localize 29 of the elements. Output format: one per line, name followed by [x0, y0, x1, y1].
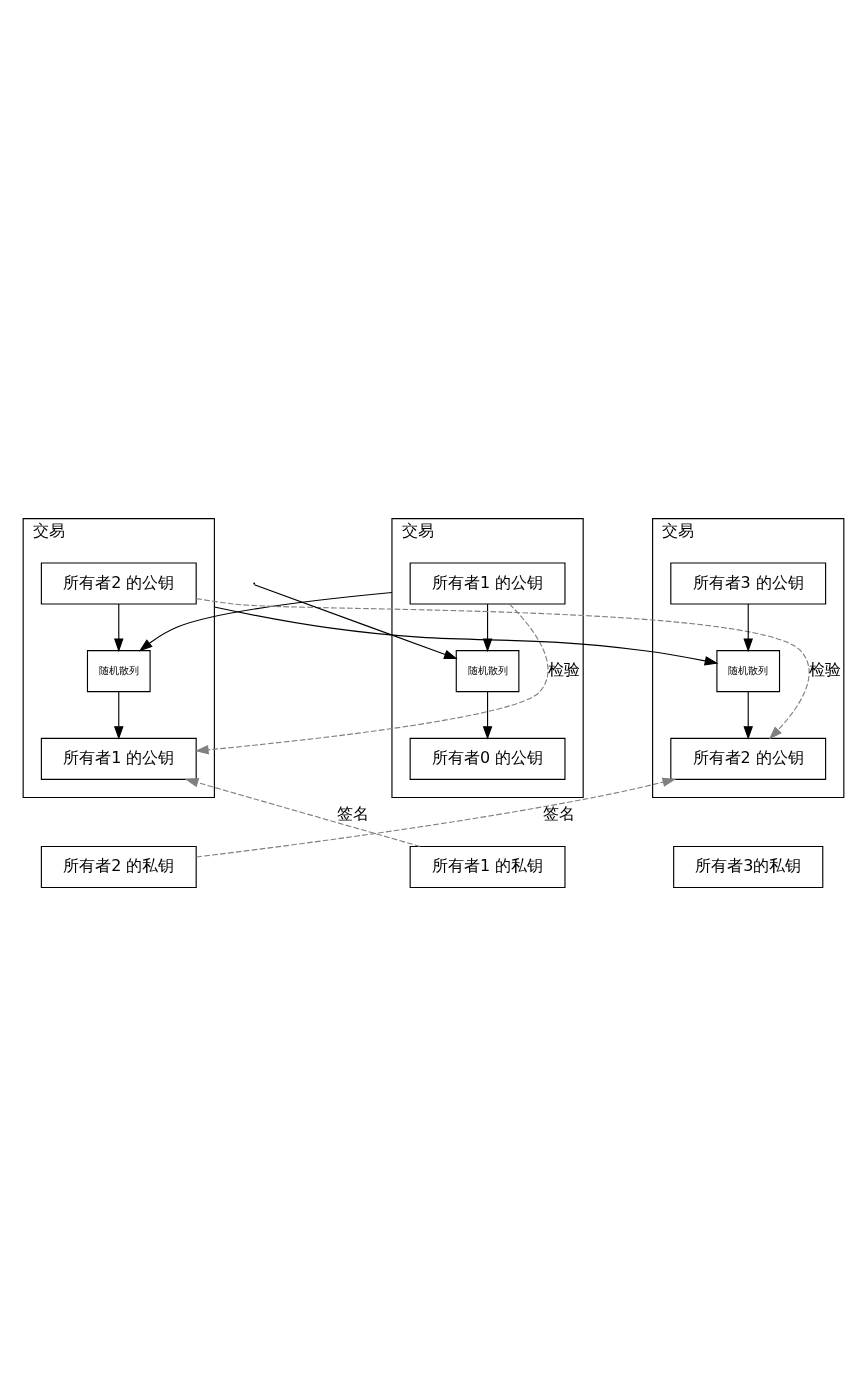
node-box: 所有者1 的公钥 — [409, 561, 566, 605]
arrow — [213, 606, 718, 665]
node-box: 随机散列 — [715, 649, 780, 692]
arrow — [482, 690, 492, 740]
arrow — [113, 602, 124, 652]
edge-label: 签名 — [336, 803, 369, 823]
node-box: 所有者0 的公钥 — [409, 737, 566, 780]
node-box: 所有者3 的公钥 — [669, 561, 826, 605]
node-box: 所有者2 的公钥 — [40, 561, 197, 605]
node-box: 所有者3的私钥 — [672, 845, 823, 888]
node-box: 所有者1 的私钥 — [409, 845, 566, 888]
node-box: 所有者1 的公钥 — [40, 737, 197, 780]
edge-label: 检验 — [547, 659, 580, 679]
arrow — [482, 602, 492, 652]
arrow — [195, 597, 810, 740]
arrow — [184, 777, 421, 847]
node-box: 所有者2 的私钥 — [40, 845, 197, 888]
node-box: 随机散列 — [455, 649, 519, 692]
edge-label: 检验 — [808, 659, 841, 679]
arrow — [742, 602, 753, 652]
arrow — [194, 603, 549, 755]
node-box: 所有者2 的公钥 — [669, 737, 826, 780]
arrow — [253, 583, 458, 659]
arrow — [138, 591, 392, 651]
arrow — [195, 777, 676, 858]
node-box: 随机散列 — [86, 649, 151, 692]
arrow — [742, 690, 753, 740]
arrow — [113, 690, 124, 740]
edge-label: 签名 — [542, 803, 575, 823]
